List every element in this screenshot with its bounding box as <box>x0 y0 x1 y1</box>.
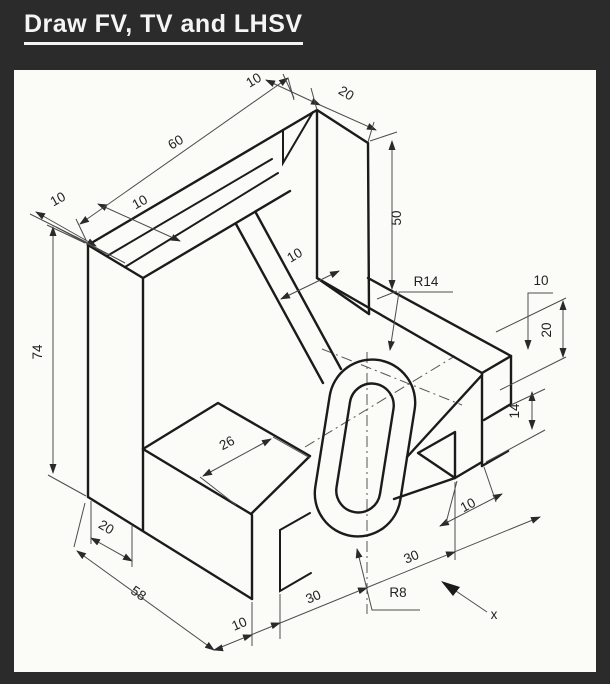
isometric-drawing: 1010601020507410R1410201410262058103030R… <box>29 70 567 652</box>
dimension-label: x <box>491 607 498 622</box>
dimension-label: 10 <box>229 614 249 634</box>
dimension-label: 58 <box>128 583 149 604</box>
dimension-label: 20 <box>539 322 554 337</box>
dimension-label: 26 <box>217 433 237 453</box>
dimension-label: 10 <box>130 192 150 212</box>
dimension-label: 10 <box>48 189 68 209</box>
object-lines <box>86 108 513 601</box>
dimension-label: 10 <box>284 245 305 266</box>
dimension-label: 74 <box>30 344 45 360</box>
dimension-label: 14 <box>507 403 522 419</box>
dimension-label: R8 <box>389 585 406 600</box>
dimension-label: 10 <box>533 273 548 288</box>
dimension-label: 10 <box>458 495 478 515</box>
center-lines <box>304 348 463 614</box>
dimension-label: 30 <box>303 587 323 607</box>
dimension-label: 60 <box>165 132 186 153</box>
dimension-label: 10 <box>243 70 264 90</box>
dimension-label: 30 <box>401 547 421 567</box>
dimension-label: R14 <box>414 274 439 289</box>
x-axis-arrow <box>441 581 488 613</box>
page-title: Draw FV, TV and LHSV <box>24 10 303 45</box>
dimension-lines <box>29 73 567 652</box>
page-header: Draw FV, TV and LHSV <box>24 10 303 45</box>
dimension-label: 20 <box>336 83 357 104</box>
dimension-label: 50 <box>389 210 404 225</box>
dimension-label: 20 <box>96 517 117 538</box>
